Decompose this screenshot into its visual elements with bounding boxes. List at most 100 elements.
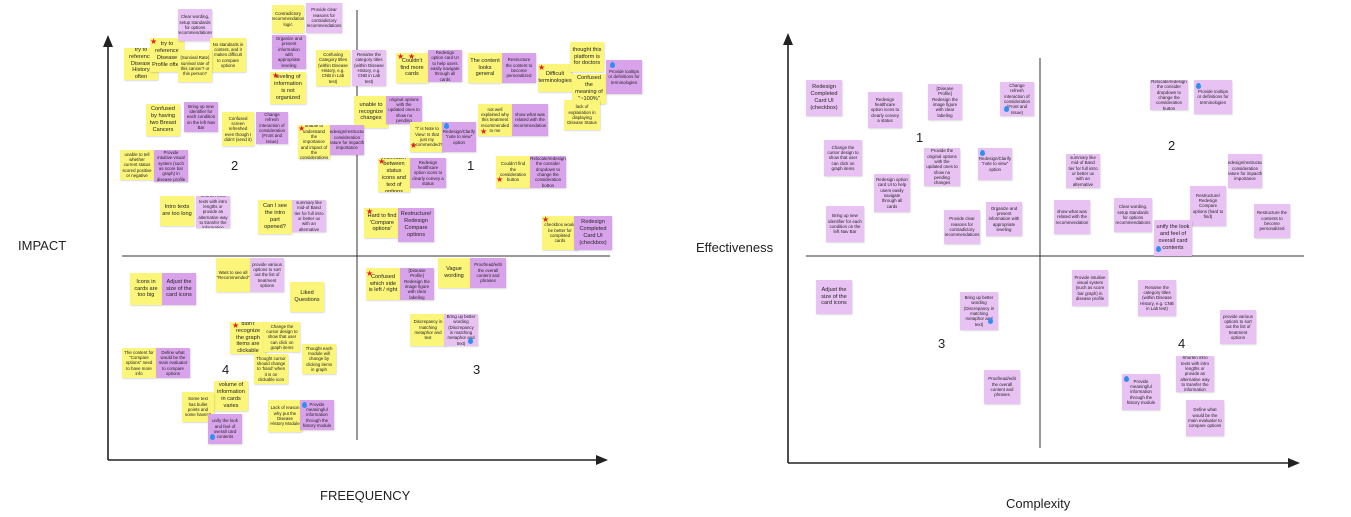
sticky-note[interactable]: Mismatch between status icons and text o… [378,158,410,192]
sticky-note[interactable]: unify the look and feel of overall card … [208,414,242,444]
sticky-note[interactable]: Restructure/ Redesign Compare options (h… [1190,186,1226,226]
y-axis-label: Effectiveness [696,240,774,255]
sticky-note[interactable]: Clear wording, setup standards for optio… [178,9,212,41]
quadrant-label-1: 1 [467,158,475,173]
sticky-note[interactable]: Organize and present information with ap… [986,202,1022,236]
sticky-note[interactable]: Thought cursor should change to 'hand' w… [254,354,288,384]
sticky-note[interactable]: Change the cursor design to show that us… [264,322,300,352]
sticky-note[interactable]: Provide the original options with the up… [924,148,960,186]
sticky-note[interactable]: Restructure the contents to become perso… [1254,204,1290,238]
sticky-note[interactable]: Lack of reason why put the Disease Histo… [268,400,302,432]
sticky-note[interactable]: Provide intuitive visual system (such as… [154,150,188,182]
droplet-icon [610,62,615,68]
sticky-note[interactable]: [Disease Profile] Redesign the image fig… [928,84,962,120]
sticky-note[interactable]: Provide the original options with the up… [386,96,422,124]
vote-star-icon: ★ [298,124,306,133]
sticky-note[interactable]: No standards in content, and it makes di… [210,38,246,72]
sticky-note[interactable]: Redesign healthcare option icons to clea… [410,158,446,188]
sticky-note[interactable]: Couldn't find more cards [396,53,428,83]
sticky-note[interactable]: Want to see all "Recommended" [216,258,250,292]
sticky-note[interactable]: show what was related with the recommend… [1054,200,1090,234]
sticky-note[interactable]: Provide clear reasons for contradictory … [306,3,342,33]
sticky-note[interactable]: Organize and present information with ap… [272,35,306,69]
vote-star-icon: ★ [408,52,416,61]
sticky-note[interactable]: Adjust the size of the card icons [816,280,852,314]
sticky-note[interactable]: Change refresh interaction of considerat… [256,112,288,144]
sticky-note[interactable]: Bring up new identifier for each conditi… [826,206,864,242]
sticky-note[interactable]: provide various options to sort out the … [250,258,284,292]
quadrant-label-2: 2 [231,158,239,173]
sticky-note[interactable]: Redesign Completed Card UI (checkbox) [574,216,612,250]
sticky-note[interactable]: Change the cursor design to show that us… [824,140,862,176]
sticky-note[interactable]: Icons in cards are too big [130,273,162,305]
sticky-note[interactable]: "i" is Note to View: Is that just my rec… [410,122,444,152]
sticky-note[interactable]: Restructure/ Redesign Compare options [398,208,434,242]
sticky-note[interactable]: Liked Questions [290,282,324,312]
sticky-note[interactable]: Confused which side is left / right [366,268,400,300]
sticky-note[interactable]: lack of explanation in displaying Diseas… [564,100,600,130]
sticky-note[interactable]: Difficult terminologies [538,64,572,92]
sticky-note[interactable]: provide various options to sort out the … [1220,310,1256,344]
sticky-note[interactable]: (Survival Rate) survival rate of this ca… [178,50,212,82]
sticky-note[interactable]: Define what would be the main evaluator … [1186,400,1224,436]
sticky-note[interactable]: show what was related with the recommend… [512,104,548,136]
sticky-note[interactable]: Rename the category titles (within Disea… [1138,280,1176,316]
sticky-note[interactable]: unable to recognize changes [354,96,388,128]
sticky-note[interactable]: thought this platform is for doctors [570,42,604,72]
sticky-note[interactable]: Discrepancy in matching metaphor and tex… [410,314,446,346]
sticky-note[interactable]: Contradictory recommendation logic [272,5,304,33]
vote-star-icon: ★ [378,157,386,166]
sticky-note[interactable]: leveling of information is not organized [270,72,306,104]
sticky-note[interactable]: volume of information in cards varies [214,381,248,411]
sticky-note[interactable]: Hard to find 'Compare options' [364,208,400,238]
sticky-note[interactable]: Adjust the size of the card icons [162,273,196,305]
sticky-note[interactable]: Redesign/restructure consideration featu… [1228,154,1262,188]
sticky-note[interactable]: [Disease Profile] Redesign the image fig… [400,268,434,300]
sticky-note[interactable]: not well explained why this treatment re… [478,104,512,136]
sticky-note[interactable]: Redesign/restructure consideration featu… [330,125,364,155]
sticky-note[interactable]: Shorten intro texts with intro lengths o… [1176,356,1214,392]
sticky-note[interactable]: Redesign/Clarify "note to view" option [978,148,1012,180]
sticky-note[interactable]: Confused the meaning of "~100%" [572,74,606,104]
vote-star-icon: ★ [542,215,550,224]
sticky-note[interactable]: Vague wording [438,258,470,288]
sticky-note[interactable]: Restructure the content to become person… [502,53,536,83]
effectiveness-complexity-board: Effectiveness Complexity 1 2 3 4 Redesig… [676,0,1351,517]
sticky-note[interactable]: Redesign option card UI to help users ea… [874,174,910,212]
sticky-note[interactable]: The content for "Compare options" need t… [122,348,156,378]
sticky-note[interactable]: Redesign option card UI to help users ea… [428,50,462,82]
sticky-note[interactable]: Some text has bullet points and some hav… [182,392,214,422]
sticky-note[interactable]: didn't recognize the graph items are cli… [230,322,266,354]
sticky-note[interactable]: Thought each module will change by click… [302,344,336,374]
droplet-icon [1156,246,1161,252]
sticky-note[interactable]: Intro texts are too long [160,196,194,226]
sticky-note[interactable]: unable to tell whether current status sc… [120,150,154,180]
sticky-note[interactable]: Update intro summary like mid-of Band ti… [292,200,326,232]
sticky-note[interactable]: Proofread/edit the overall content and p… [984,370,1020,404]
sticky-note[interactable]: Relocate/redesign the consider dropdown … [530,156,566,188]
sticky-note[interactable]: Relocate/redesign the consider dropdown … [1150,80,1188,110]
sticky-note[interactable]: Rename the category titles (within Disea… [352,50,386,86]
sticky-note[interactable]: Shorten intro texts with intro lengths o… [196,196,230,228]
sticky-note[interactable]: Confused screen refreshed even though I … [222,112,254,146]
y-axis-label: IMPACT [18,238,67,253]
sticky-note[interactable]: Bring up new identifier for each conditi… [184,102,218,132]
sticky-note[interactable]: Redesign healthcare option icons to clea… [868,92,902,128]
sticky-note[interactable]: Update intro summary like mid-of Band ti… [1066,154,1100,188]
sticky-note[interactable]: Define what would be the main evaluator … [156,348,190,378]
sticky-note[interactable]: Redesign Completed Card UI (checkbox) [806,80,842,116]
sticky-note[interactable]: Provide meaningful information through t… [300,400,334,430]
sticky-note[interactable]: The content looks general [468,53,502,83]
sticky-note[interactable]: Confused by having two Breast Cancers [146,104,180,136]
sticky-note[interactable]: Bring up better wording (Discrepancy in … [960,292,998,330]
sticky-note[interactable]: Clear wording, setup standards for optio… [1114,198,1152,232]
sticky-note[interactable]: Can I see the intro part opened? [258,200,292,234]
sticky-note[interactable]: Couldn't find the consideration button [496,156,530,188]
sticky-note[interactable]: Confusing Category titles (within Diseas… [316,50,350,86]
sticky-note[interactable]: Provide clear reasons for contradictory … [944,210,980,244]
sticky-note[interactable]: checkbox would be better for completed c… [542,216,578,250]
sticky-note[interactable]: unable to understand the importance and … [298,125,330,159]
sticky-note[interactable]: Proofread/edit the overall content and p… [470,258,506,288]
sticky-note[interactable]: Provide intuitive visual system (such as… [1072,270,1108,306]
effectiveness-complexity-axes [783,33,1304,468]
